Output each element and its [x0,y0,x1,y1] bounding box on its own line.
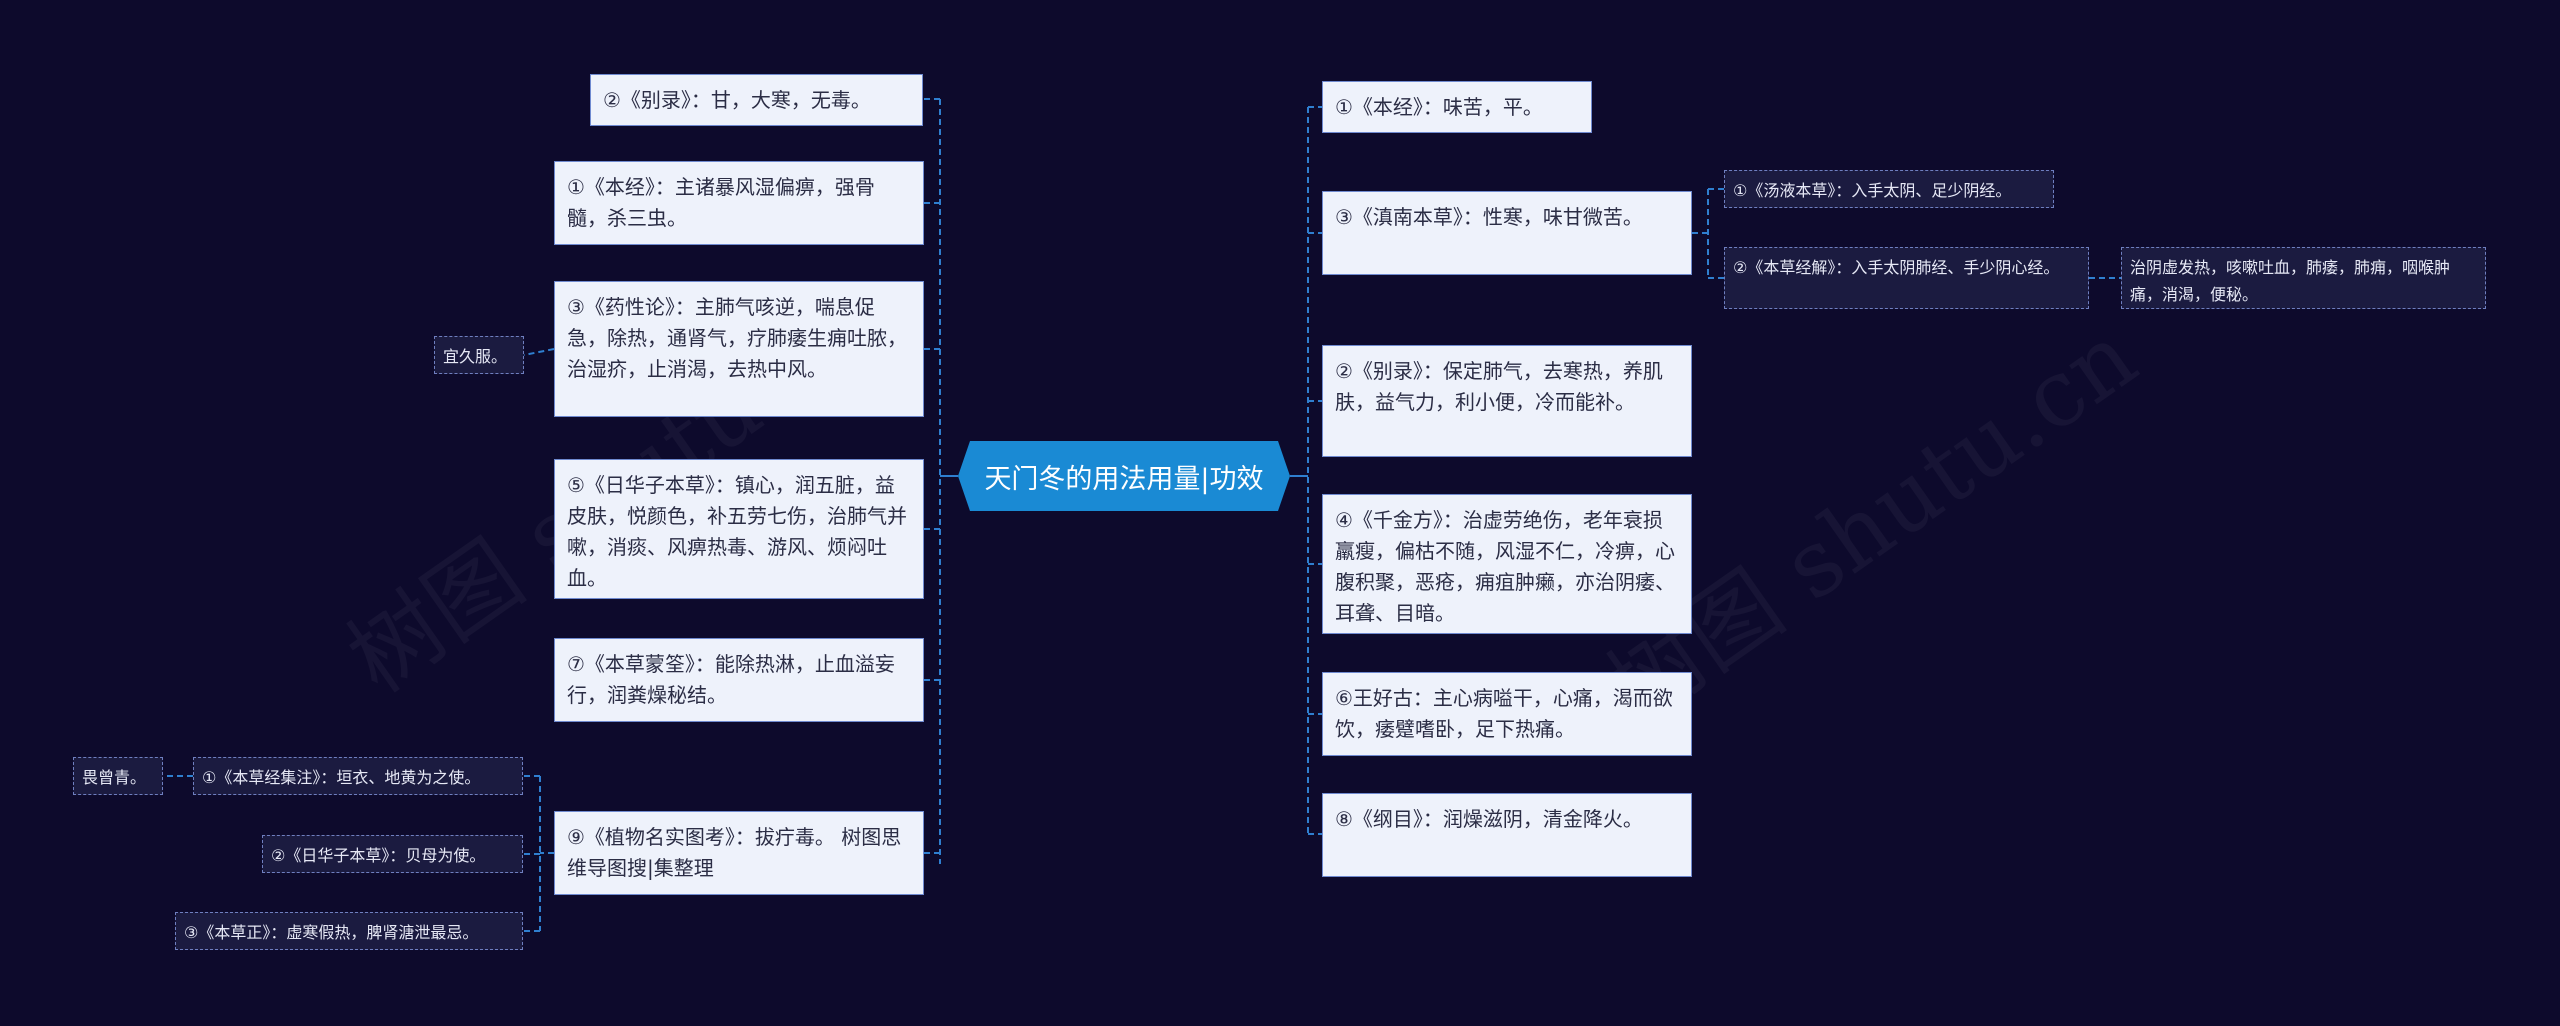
subtopic-r2b[interactable]: ②《本草经解》：入手太阴肺经、手少阴心经。 [1724,247,2089,309]
topic-r4[interactable]: ④《千金方》：治虚劳绝伤，老年衰损羸瘦，偏枯不随，风湿不仁，冷痹，心腹积聚，恶疮… [1322,494,1692,634]
subtopic-l6a[interactable]: ①《本草经集注》：垣衣、地黄为之使。 [193,757,523,795]
connector-line [523,348,555,356]
topic-r1[interactable]: ①《本经》：味苦，平。 [1322,81,1592,133]
topic-r6[interactable]: ⑧《纲目》：润燥滋阴，清金降火。 [1322,793,1692,877]
topic-r3[interactable]: ②《别录》：保定肺气，去寒热，养肌肤，益气力，利小便，冷而能补。 [1322,345,1692,457]
root-topic[interactable]: 天门冬的用法用量|功效 [958,441,1290,511]
topic-l6[interactable]: ⑨《植物名实图考》：拔疔毒。 树图思维导图搜|集整理 [554,811,924,895]
topic-l1[interactable]: ②《别录》：甘，大寒，无毒。 [590,74,923,126]
topic-l3[interactable]: ③《药性论》：主肺气咳逆，喘息促急，除热，通肾气，疗肺痿生痈吐脓，治湿疥，止消渴… [554,281,924,417]
subtopic-l6c[interactable]: ③《本草正》：虚寒假热，脾肾溏泄最忌。 [175,912,523,950]
subtopic-l6a1[interactable]: 畏曾青。 [73,757,163,795]
topic-l2[interactable]: ①《本经》：主诸暴风湿偏痹，强骨髓，杀三虫。 [554,161,924,245]
topic-r2[interactable]: ③《滇南本草》：性寒，味甘微苦。 [1322,191,1692,275]
subtopic-l3a[interactable]: 宜久服。 [434,336,524,374]
subtopic-r2b1[interactable]: 治阴虚发热，咳嗽吐血，肺痿，肺痈，咽喉肿痛，消渴，便秘。 [2121,247,2486,309]
topic-l4[interactable]: ⑤《日华子本草》：镇心，润五脏，益皮肤，悦颜色，补五劳七伤，治肺气并嗽，消痰、风… [554,459,924,599]
subtopic-l6b[interactable]: ②《日华子本草》：贝母为使。 [262,835,523,873]
topic-l5[interactable]: ⑦《本草蒙筌》：能除热淋，止血溢妄行，润粪燥秘结。 [554,638,924,722]
subtopic-r2a[interactable]: ①《汤液本草》：入手太阴、足少阴经。 [1724,170,2054,208]
topic-r5[interactable]: ⑥王好古：主心病嗌干，心痛，渴而欲饮，痿躄嗜卧，足下热痛。 [1322,672,1692,756]
